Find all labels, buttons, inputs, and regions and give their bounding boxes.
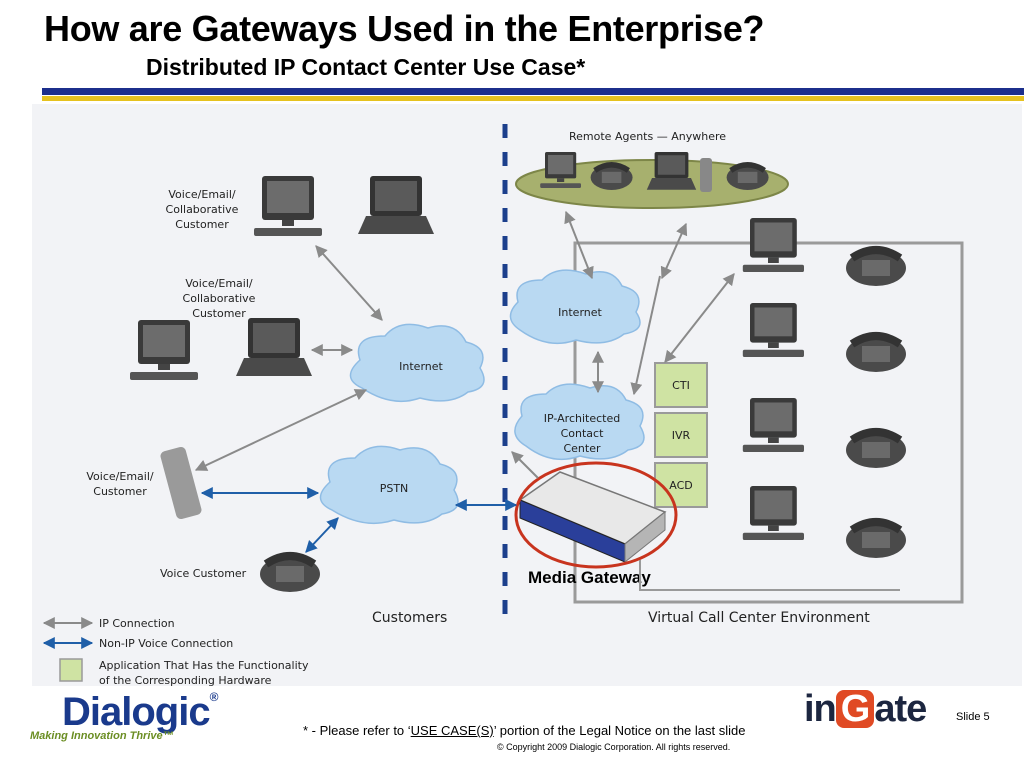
internet-cloud-right: Internet <box>509 269 641 345</box>
footer-note: * - Please refer to ‘USE CASE(S)’ portio… <box>303 723 745 738</box>
title-rule-blue <box>42 88 1024 95</box>
voice-customer-label: Voice Customer <box>160 567 247 580</box>
customer-1-label-line3: Customer <box>175 218 229 231</box>
legend-application-label-line1: Application That Has the Functionality <box>99 659 309 672</box>
customer-1-devices <box>254 176 434 236</box>
acd-box: ACD <box>654 462 708 508</box>
title-rule-yellow <box>42 96 1024 101</box>
customers-zone-label: Customers <box>372 610 447 626</box>
customer-2-label-line1: Voice/Email/ <box>185 277 252 290</box>
legend-non-ip-label: Non-IP Voice Connection <box>99 637 233 650</box>
legend-application-swatch <box>59 658 83 682</box>
customer-3-label-line2: Customer <box>93 485 147 498</box>
ip-contact-center-label-line3: Center <box>563 442 601 455</box>
agent-workstations <box>742 218 906 558</box>
internet-right-label: Internet <box>558 306 602 319</box>
legend-application-label-line2: of the Corresponding Hardware <box>99 674 272 687</box>
ip-contact-center-label-line1: IP-Architected <box>544 412 620 425</box>
customer-3-device <box>160 446 202 520</box>
slide-number: Slide 5 <box>956 711 990 723</box>
slide-subtitle: Distributed IP Contact Center Use Case* <box>146 54 586 80</box>
mobile-phone-icon <box>160 446 202 520</box>
ip-contact-center-cloud: IP-Architected Contact Center <box>514 383 645 461</box>
gateway-phone-lines <box>639 560 900 591</box>
dialogic-tagline: Making Innovation Thrive™ <box>30 730 174 742</box>
virtual-call-center-label: Virtual Call Center Environment <box>648 610 870 626</box>
customer-1-label-line1: Voice/Email/ <box>168 188 235 201</box>
ip-contact-center-label-line2: Contact <box>561 427 604 440</box>
mobile-phone-icon <box>700 158 712 192</box>
ingate-logo-prefix: in <box>804 688 837 730</box>
ivr-label: IVR <box>672 429 691 442</box>
customer-2-label-line3: Customer <box>192 307 246 320</box>
dialogic-logo: Dialogic® <box>62 690 219 735</box>
footer-note-suffix: ’ portion of the Legal Notice on the las… <box>493 723 746 738</box>
use-cases-link[interactable]: USE CASE(S) <box>410 723 494 738</box>
legend: IP Connection Non-IP Voice Connection Ap… <box>42 617 309 687</box>
pstn-label: PSTN <box>380 482 409 495</box>
customer-2-devices <box>130 318 312 380</box>
laptop-icon <box>236 318 312 376</box>
ingate-logo-g: G <box>835 690 875 728</box>
footer-note-prefix: * - Please refer to ‘ <box>303 723 411 738</box>
internet-cloud-left: Internet <box>349 323 485 403</box>
customer-3-label-line1: Voice/Email/ <box>86 470 153 483</box>
desktop-computer-icon <box>254 176 322 236</box>
cti-box: CTI <box>654 362 708 408</box>
media-gateway-label: Media Gateway <box>528 568 651 587</box>
dialogic-logo-trademark: ® <box>209 690 219 704</box>
media-gateway-device <box>518 471 667 564</box>
copyright-text: © Copyright 2009 Dialogic Corporation. A… <box>497 742 731 752</box>
non-ip-connection-arrows <box>200 487 518 553</box>
pstn-cloud: PSTN <box>319 445 459 525</box>
desk-phone-icon <box>260 556 320 592</box>
customer-2-label-line2: Collaborative <box>183 292 256 305</box>
desktop-computer-icon <box>130 320 198 380</box>
internet-left-label: Internet <box>399 360 443 373</box>
legend-ip-label: IP Connection <box>99 617 175 630</box>
acd-label: ACD <box>669 479 692 492</box>
remote-agent-devices <box>540 152 768 192</box>
customer-1-label-line2: Collaborative <box>166 203 239 216</box>
ip-connection-arrows <box>194 210 735 479</box>
ingate-logo-suffix: ate <box>874 688 927 730</box>
slide-title: How are Gateways Used in the Enterprise? <box>44 8 765 49</box>
dialogic-logo-name: Dialogic <box>62 690 211 734</box>
media-gateway-highlight <box>514 461 678 569</box>
remote-agents-label: Remote Agents — Anywhere <box>569 130 726 143</box>
ivr-box: IVR <box>654 412 708 458</box>
cti-label: CTI <box>672 379 690 392</box>
laptop-icon <box>358 176 434 234</box>
